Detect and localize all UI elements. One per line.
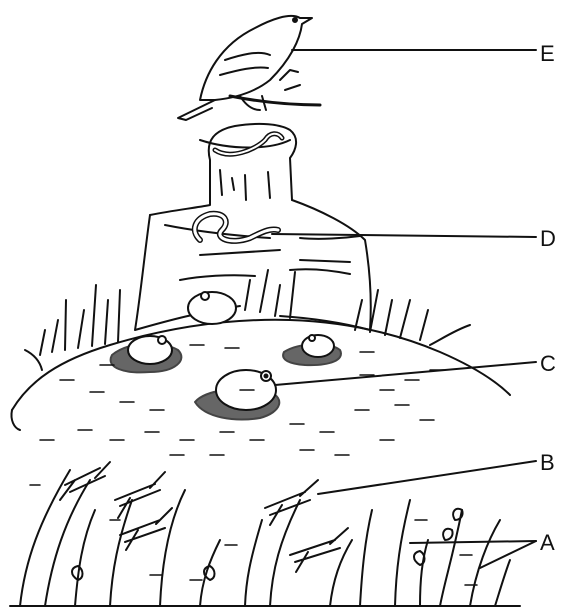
- grasshopper-icon: [60, 462, 110, 500]
- bird-icon: [178, 16, 320, 120]
- tree-stump-icon: [135, 124, 371, 330]
- leader-line-d: [272, 234, 536, 237]
- grasshopper-icon: [115, 472, 165, 518]
- leader-line-a1: [410, 541, 536, 543]
- frog-icon: [302, 335, 334, 357]
- label-c: C: [540, 353, 556, 375]
- plant-icon: [20, 470, 510, 606]
- frog-icon: [128, 336, 172, 364]
- label-b: B: [540, 452, 555, 474]
- leader-line-b: [318, 461, 536, 494]
- label-e: E: [540, 43, 555, 65]
- label-a: A: [540, 532, 555, 554]
- label-d: D: [540, 228, 556, 250]
- worm-icon: [215, 134, 282, 154]
- ground-left-edge: [11, 410, 20, 430]
- frog-icon: [188, 292, 236, 324]
